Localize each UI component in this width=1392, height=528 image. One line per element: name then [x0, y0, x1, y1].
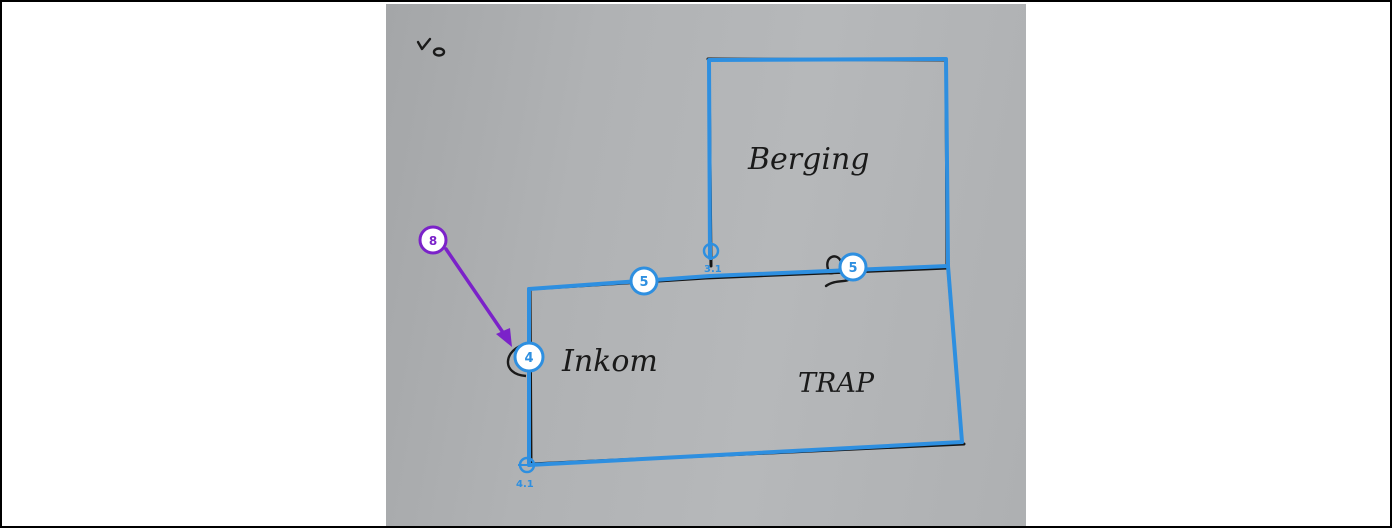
traced-walls: [527, 57, 964, 467]
ink-sketch: [416, 37, 966, 466]
room-label-left: Inkom: [561, 344, 658, 379]
wall-badge-left[interactable]: 5: [629, 266, 659, 296]
room-label-right: TRAP: [798, 368, 875, 399]
node-label-4-1: 4.1: [516, 479, 534, 490]
floorplan-canvas[interactable]: Berging Inkom TRAP 3.1: [386, 4, 1026, 528]
wall-badge-right[interactable]: 5: [838, 252, 868, 282]
room-label-top: Berging: [747, 142, 869, 177]
wall-right[interactable]: [946, 264, 964, 444]
wall-top-room[interactable]: [707, 57, 950, 268]
wall-shared[interactable]: [527, 264, 950, 291]
svg-text:8: 8: [429, 234, 437, 248]
svg-text:5: 5: [639, 275, 648, 290]
node-handle-4-1[interactable]: [518, 456, 536, 474]
opening-badge[interactable]: 4: [513, 341, 545, 373]
svg-text:4: 4: [524, 351, 533, 366]
pointer-annotation[interactable]: 8: [418, 225, 512, 347]
pointer-arrow-line: [444, 247, 506, 336]
svg-text:5: 5: [848, 261, 857, 276]
node-handle-3-1[interactable]: [702, 242, 720, 260]
pointer-arrow-head: [496, 328, 512, 347]
wall-bottom[interactable]: [527, 440, 964, 467]
pointer-badge[interactable]: 8: [418, 225, 448, 255]
node-label-3-1: 3.1: [704, 264, 722, 275]
floorplan-photo: Berging Inkom TRAP 3.1: [386, 4, 1026, 528]
